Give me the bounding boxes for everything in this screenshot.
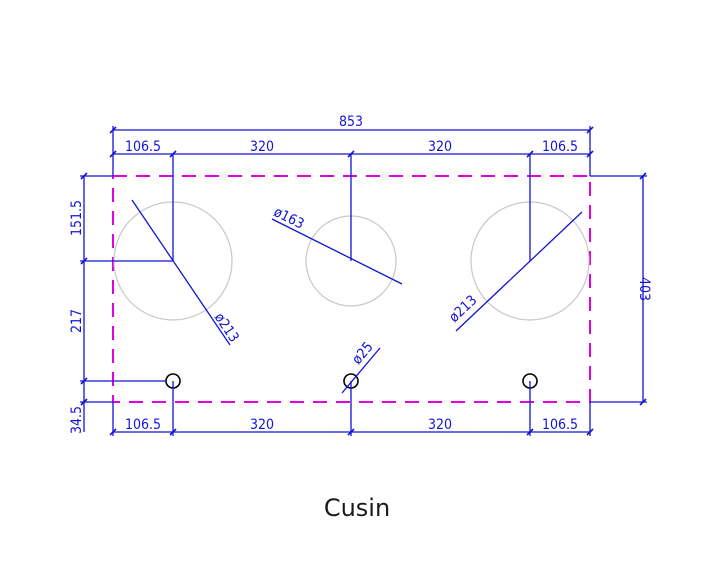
dim-top-side-left: 106.5 — [125, 139, 161, 155]
dim-bottom-spacing-left: 320 — [250, 417, 274, 433]
dim-diameter-right: ø213 — [446, 292, 480, 325]
dim-diameter-hole: ø25 — [349, 339, 377, 367]
dim-bottom-side-right: 106.5 — [542, 417, 578, 433]
dim-right-height: 403 — [636, 277, 652, 301]
dim-diameter-center: ø163 — [271, 204, 307, 232]
dim-top-side-right: 106.5 — [542, 139, 578, 155]
dim-diameter-left: ø213 — [211, 310, 242, 345]
dim-left-middle: 217 — [69, 309, 85, 333]
dim-top-spacing-right: 320 — [428, 139, 452, 155]
dim-bottom-spacing-right: 320 — [428, 417, 452, 433]
dim-left-top-offset: 151.5 — [69, 200, 85, 236]
dimension-lines — [80, 126, 647, 436]
caption: Cusin — [323, 494, 391, 522]
dimension-ticks — [80, 126, 647, 436]
dim-bottom-side-left: 106.5 — [125, 417, 161, 433]
dim-overall-width: 853 — [339, 114, 363, 130]
dim-top-spacing-left: 320 — [250, 139, 274, 155]
dim-left-bottom: 34.5 — [69, 406, 85, 434]
